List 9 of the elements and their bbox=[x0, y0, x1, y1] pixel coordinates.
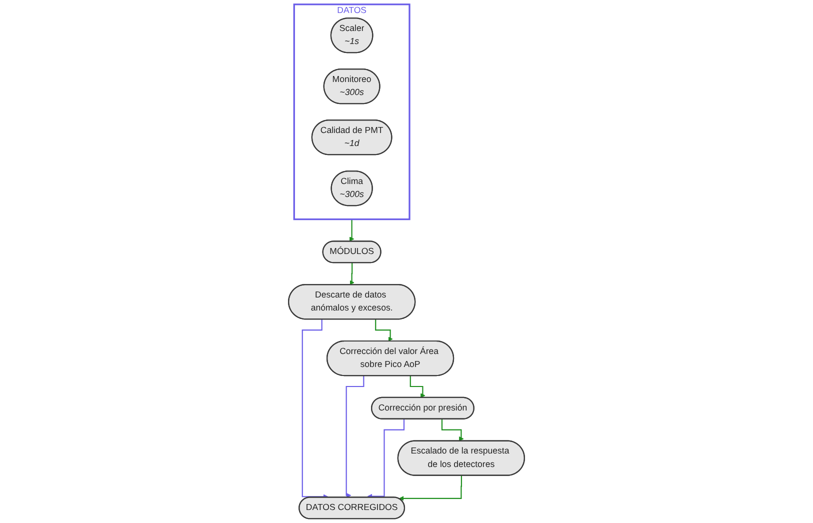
arrow bbox=[350, 262, 354, 286]
arrow bbox=[346, 376, 364, 498]
arrow bbox=[441, 419, 464, 442]
arrow bbox=[367, 419, 405, 499]
arrow bbox=[375, 319, 393, 342]
arrow bbox=[302, 319, 328, 500]
arrow bbox=[410, 376, 426, 398]
arrow bbox=[399, 476, 462, 501]
arrow bbox=[349, 219, 354, 242]
